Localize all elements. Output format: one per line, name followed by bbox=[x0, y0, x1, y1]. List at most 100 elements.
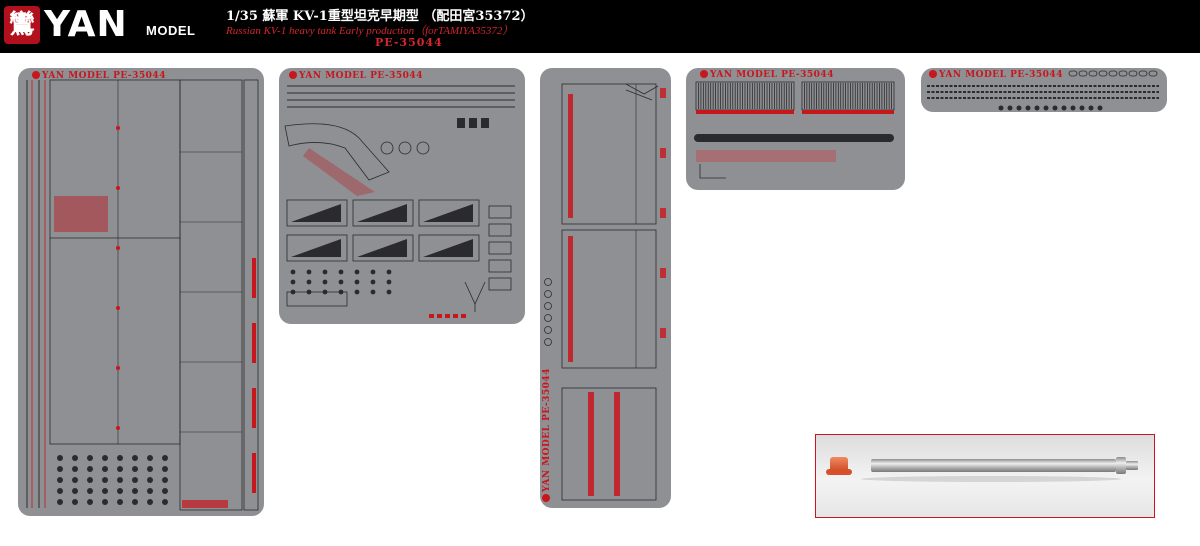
rivet bbox=[1079, 105, 1085, 111]
bolt-hole bbox=[132, 499, 138, 505]
bolt-hole bbox=[57, 477, 63, 483]
small-block bbox=[469, 118, 477, 128]
part-number: PE-35044 bbox=[375, 36, 443, 49]
fret-e: YAN MODEL PE-35044 bbox=[921, 68, 1167, 112]
washer bbox=[544, 278, 552, 286]
bolt-hole bbox=[117, 499, 123, 505]
rivet bbox=[1061, 105, 1067, 111]
bolt-hole bbox=[162, 466, 168, 472]
link-part bbox=[1068, 70, 1078, 77]
fret-a-marker-icon bbox=[32, 71, 40, 79]
tag-part bbox=[660, 208, 666, 218]
hatch-cover-shade bbox=[357, 204, 407, 222]
tag-part bbox=[660, 328, 666, 338]
tripod-part bbox=[464, 281, 486, 312]
tag-part bbox=[461, 314, 466, 318]
bolt-hole bbox=[72, 477, 78, 483]
bolt-hole bbox=[102, 455, 108, 461]
rivet bbox=[290, 269, 296, 275]
fret-a: YAN MODEL PE-35044 bbox=[18, 68, 264, 516]
rivet bbox=[338, 279, 344, 285]
rivet bbox=[370, 279, 376, 285]
shield-part bbox=[303, 148, 375, 196]
bolt-hole bbox=[162, 455, 168, 461]
fret-e-marker-icon bbox=[929, 70, 937, 78]
washer bbox=[544, 290, 552, 298]
part-number-dot bbox=[116, 366, 120, 370]
bolt-hole bbox=[117, 455, 123, 461]
mesh-patch bbox=[54, 196, 108, 232]
fret-b: YAN MODEL PE-35044 bbox=[279, 68, 525, 324]
hatch-cover-shade bbox=[423, 239, 473, 257]
bolt-hole bbox=[117, 466, 123, 472]
rivet bbox=[1007, 105, 1013, 111]
rivet bbox=[338, 269, 344, 275]
engine-deck bbox=[561, 83, 657, 225]
link-part bbox=[1108, 70, 1118, 77]
rivet bbox=[322, 269, 328, 275]
rivet bbox=[1052, 105, 1058, 111]
link-part bbox=[1138, 70, 1148, 77]
link-part bbox=[1148, 70, 1158, 77]
red-strip bbox=[568, 236, 573, 362]
hatch-cover bbox=[418, 234, 480, 262]
rivet bbox=[370, 269, 376, 275]
strip-part bbox=[286, 291, 348, 307]
hatch-cover bbox=[352, 199, 414, 227]
bolt-hole bbox=[72, 499, 78, 505]
bracket-part bbox=[284, 123, 390, 181]
hatch-cover bbox=[286, 199, 348, 227]
bracket-part bbox=[699, 164, 726, 179]
metal-barrel-illustration bbox=[826, 457, 1138, 482]
rivet bbox=[1016, 105, 1022, 111]
small-plate bbox=[488, 205, 512, 219]
bolt-hole bbox=[87, 499, 93, 505]
hatch-cover-shade bbox=[423, 204, 473, 222]
hatch-cover bbox=[352, 234, 414, 262]
product-title-english: Russian KV-1 heavy tank Early production… bbox=[226, 25, 514, 37]
rivet bbox=[306, 269, 312, 275]
rivet bbox=[354, 279, 360, 285]
fret-d-parts bbox=[694, 81, 895, 179]
rivet bbox=[1097, 105, 1103, 111]
long-strip bbox=[694, 134, 894, 142]
hatch-cover bbox=[286, 234, 348, 262]
brand-logo: YAN bbox=[44, 4, 128, 45]
bolt-hole bbox=[87, 466, 93, 472]
bolt-hole bbox=[57, 499, 63, 505]
part-number-dot bbox=[116, 426, 120, 430]
red-strip bbox=[252, 323, 256, 363]
fret-d: YAN MODEL PE-35044 bbox=[686, 68, 905, 190]
bolt-hole bbox=[162, 477, 168, 483]
small-plate bbox=[488, 277, 512, 291]
bolt-hole bbox=[102, 499, 108, 505]
red-strip bbox=[568, 94, 573, 218]
fret-e-parts bbox=[927, 70, 1159, 111]
bolt-hole bbox=[147, 477, 153, 483]
small-plate bbox=[488, 223, 512, 237]
bolt-hole bbox=[102, 477, 108, 483]
rivet bbox=[1034, 105, 1040, 111]
rivet bbox=[1088, 105, 1094, 111]
part-number-dot bbox=[116, 246, 120, 250]
edge-strip bbox=[243, 79, 259, 511]
bolt-hole bbox=[87, 477, 93, 483]
rear-plate bbox=[561, 387, 657, 501]
washer bbox=[544, 338, 552, 346]
product-title-chinese: 1/35 蘇軍 KV-1重型坦克早期型 （配田宮35372） bbox=[226, 9, 534, 24]
small-block bbox=[481, 118, 489, 128]
red-strip bbox=[696, 110, 794, 114]
red-strip bbox=[252, 453, 256, 493]
tag-part bbox=[445, 314, 450, 318]
bolt-hole bbox=[117, 477, 123, 483]
bolt-hole bbox=[72, 488, 78, 494]
rivet bbox=[354, 269, 360, 275]
bolt-hole bbox=[132, 477, 138, 483]
fret-e-label: YAN MODEL PE-35044 bbox=[929, 70, 1063, 80]
bolt-hole bbox=[132, 466, 138, 472]
strip-part bbox=[182, 500, 228, 508]
fret-b-label: YAN MODEL PE-35044 bbox=[289, 71, 423, 81]
bolt-hole bbox=[162, 488, 168, 494]
bolt-hole bbox=[147, 466, 153, 472]
rivet bbox=[1070, 105, 1076, 111]
